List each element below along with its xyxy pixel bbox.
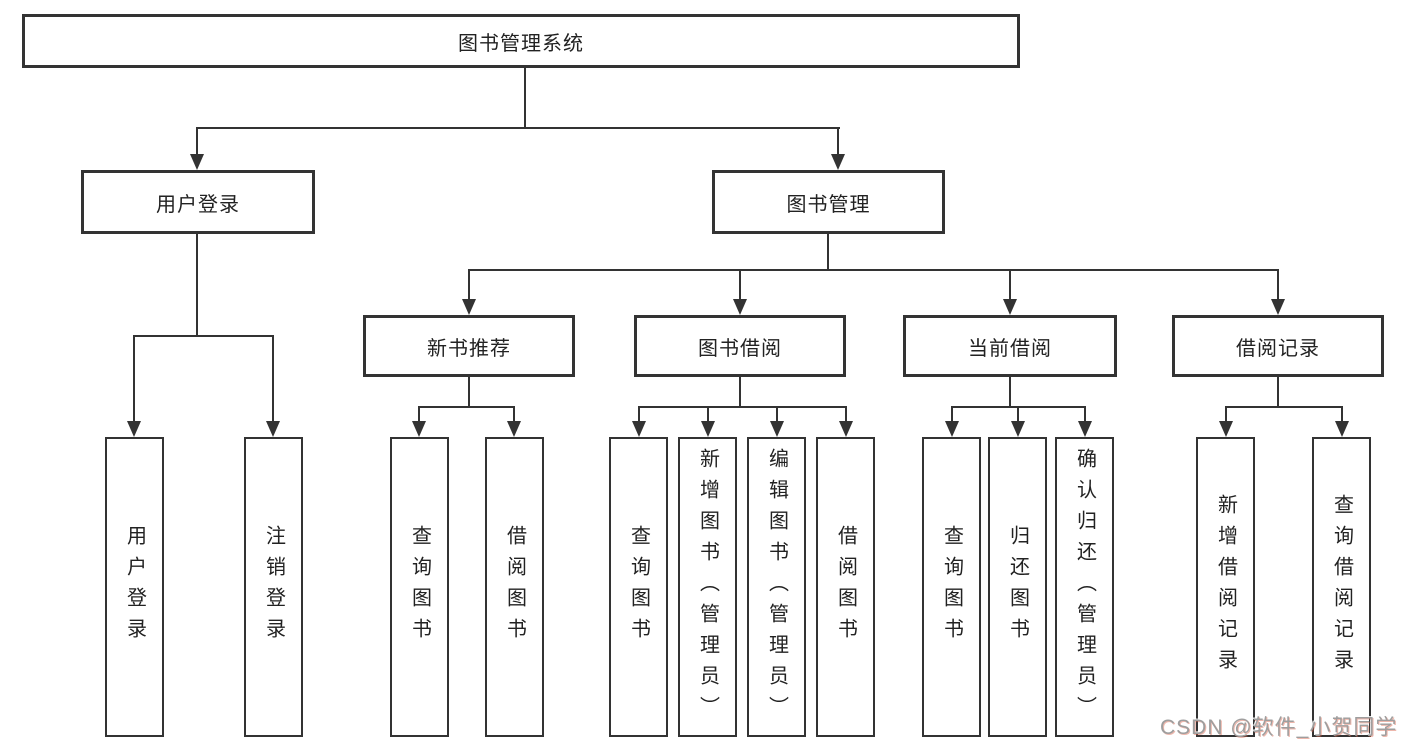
arrowhead-down	[1078, 421, 1092, 437]
arrowhead-down	[632, 421, 646, 437]
arrowhead-down	[1219, 421, 1233, 437]
connector-vline	[1277, 269, 1279, 301]
arrowhead-down	[839, 421, 853, 437]
leaf-user-login: 用户登录	[105, 437, 164, 737]
leaf-query-books-current: 查询图书	[922, 437, 981, 737]
arrowhead-down	[1011, 421, 1025, 437]
arrowhead-down	[770, 421, 784, 437]
node-current-borrow: 当前借阅	[903, 315, 1117, 377]
leaf-add-borrow-record: 新增借阅记录	[1196, 437, 1255, 737]
node-borrow-records: 借阅记录	[1172, 315, 1384, 377]
leaf-add-books-admin: 新增图书（管理员）	[678, 437, 737, 737]
connector-vline	[196, 234, 198, 337]
connector-vline	[827, 234, 829, 271]
arrowhead-down	[412, 421, 426, 437]
connector-vline	[1084, 406, 1086, 423]
leaf-confirm-return-admin: 确认归还（管理员）	[1055, 437, 1114, 737]
connector-vline	[272, 335, 274, 423]
connector-vline	[739, 377, 741, 408]
leaf-edit-books-admin: 编辑图书（管理员）	[747, 437, 806, 737]
connector-hline	[1225, 406, 1343, 408]
connector-vline	[776, 406, 778, 423]
connector-vline	[1017, 406, 1019, 423]
node-new-book-recommend: 新书推荐	[363, 315, 575, 377]
connector-vline	[1009, 269, 1011, 301]
arrowhead-down	[1271, 299, 1285, 315]
connector-vline	[196, 127, 198, 156]
leaf-borrow-books: 借阅图书	[816, 437, 875, 737]
node-library-system: 图书管理系统	[22, 14, 1020, 68]
connector-vline	[739, 269, 741, 301]
node-book-borrow: 图书借阅	[634, 315, 846, 377]
arrowhead-down	[733, 299, 747, 315]
connector-vline	[133, 335, 135, 423]
connector-vline	[951, 406, 953, 423]
connector-vline	[638, 406, 640, 423]
connector-vline	[418, 406, 420, 423]
connector-vline	[1225, 406, 1227, 423]
node-user-login: 用户登录	[81, 170, 315, 234]
connector-vline	[1009, 377, 1011, 408]
connector-vline	[513, 406, 515, 423]
leaf-borrow-books-recommend: 借阅图书	[485, 437, 544, 737]
arrowhead-down	[701, 421, 715, 437]
leaf-query-books-borrow: 查询图书	[609, 437, 668, 737]
connector-hline	[638, 406, 847, 408]
leaf-logout: 注销登录	[244, 437, 303, 737]
connector-vline	[468, 377, 470, 408]
connector-hline	[468, 269, 1279, 271]
arrowhead-down	[127, 421, 141, 437]
arrowhead-down	[945, 421, 959, 437]
arrowhead-down	[462, 299, 476, 315]
arrowhead-down	[831, 154, 845, 170]
connector-hline	[418, 406, 515, 408]
node-book-management: 图书管理	[712, 170, 945, 234]
csdn-watermark: CSDN @软件_小贺同学	[1160, 716, 1398, 739]
arrowhead-down	[266, 421, 280, 437]
leaf-query-books-recommend: 查询图书	[390, 437, 449, 737]
leaf-query-borrow-record: 查询借阅记录	[1312, 437, 1371, 737]
leaf-return-books: 归还图书	[988, 437, 1047, 737]
arrowhead-down	[1335, 421, 1349, 437]
connector-hline	[133, 335, 274, 337]
connector-vline	[837, 127, 839, 156]
arrowhead-down	[507, 421, 521, 437]
connector-vline	[845, 406, 847, 423]
connector-vline	[1341, 406, 1343, 423]
arrowhead-down	[190, 154, 204, 170]
connector-hline	[196, 127, 840, 129]
connector-vline	[707, 406, 709, 423]
arrowhead-down	[1003, 299, 1017, 315]
connector-vline	[524, 68, 526, 128]
connector-vline	[468, 269, 470, 301]
connector-vline	[1277, 377, 1279, 408]
